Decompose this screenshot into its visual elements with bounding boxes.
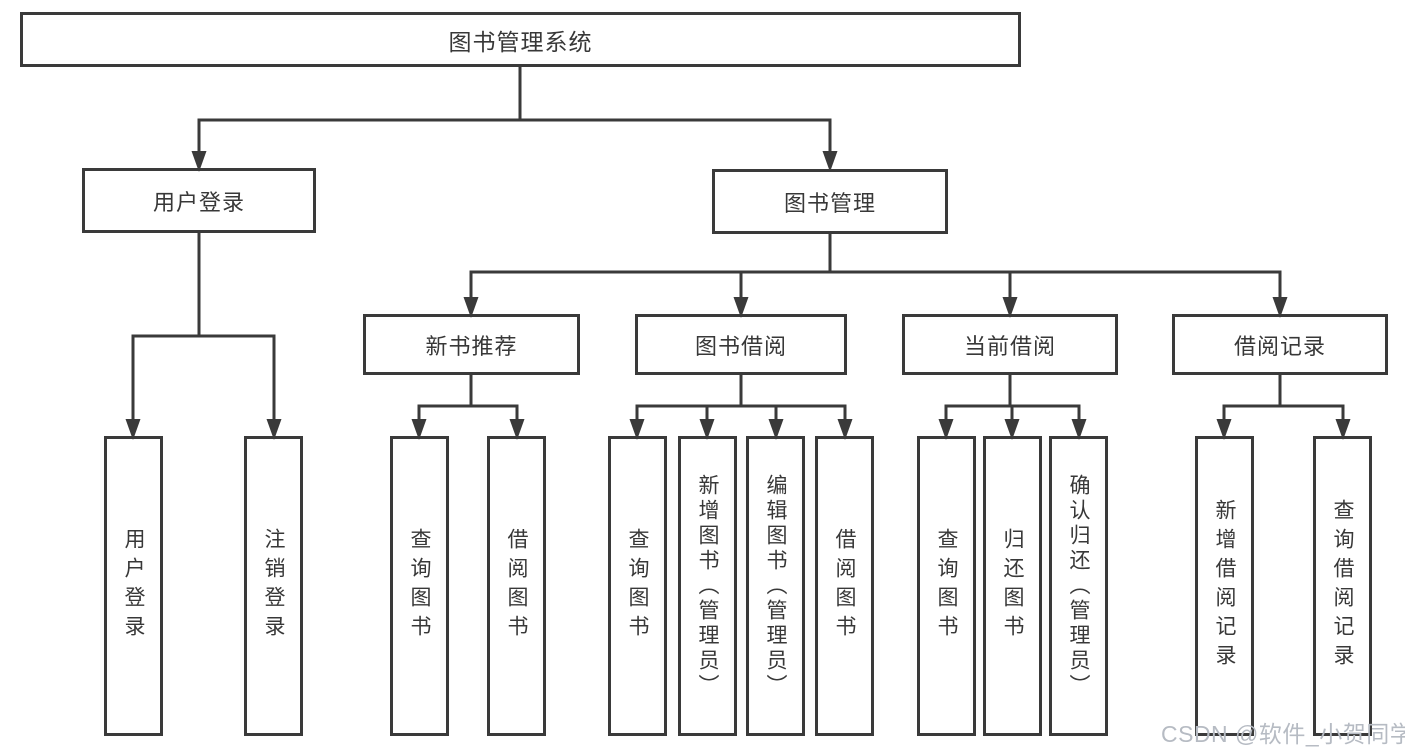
node-book-borrowing-label: 图书借阅	[694, 333, 787, 359]
node-book-management-label: 图书管理	[783, 190, 876, 216]
leaf-bb-borrow-books: 借阅图书	[815, 436, 874, 736]
leaf-br-query-record: 查询借阅记录	[1313, 436, 1372, 736]
leaf-bb-edit-books-admin-label: 编辑图书（管理员）	[764, 473, 787, 699]
leaf-rec-borrow-books-label: 借阅图书	[505, 528, 528, 644]
leaf-cb-query-books-label: 查询图书	[935, 528, 958, 644]
connector-root-to-level2	[197, 67, 832, 152]
node-library-system-label: 图书管理系统	[448, 28, 593, 55]
leaf-bb-add-books-admin: 新增图书（管理员）	[678, 436, 737, 736]
connector-book-mgmt-children	[469, 234, 1282, 298]
leaf-br-query-record-label: 查询借阅记录	[1331, 499, 1354, 673]
connector-book-borrow-children	[635, 375, 847, 420]
connector-current-borrow-children	[944, 375, 1081, 420]
leaf-rec-query-books-label: 查询图书	[408, 528, 431, 644]
node-borrowing-records: 借阅记录	[1172, 314, 1388, 375]
leaf-bb-query-books-label: 查询图书	[626, 528, 649, 644]
leaf-bb-query-books: 查询图书	[608, 436, 667, 736]
leaf-user-login: 用户登录	[104, 436, 163, 736]
node-new-book-recommend: 新书推荐	[363, 314, 580, 375]
connector-new-rec-children	[417, 375, 519, 420]
node-user-login: 用户登录	[82, 168, 316, 233]
node-user-login-label: 用户登录	[152, 189, 245, 215]
leaf-bb-add-books-admin-label: 新增图书（管理员）	[696, 473, 719, 699]
leaf-cb-return-books-label: 归还图书	[1001, 528, 1024, 644]
node-current-borrowing-label: 当前借阅	[963, 333, 1056, 359]
node-current-borrowing: 当前借阅	[902, 314, 1118, 375]
node-library-system: 图书管理系统	[20, 12, 1021, 67]
node-borrowing-records-label: 借阅记录	[1233, 333, 1326, 359]
node-book-borrowing: 图书借阅	[635, 314, 847, 375]
leaf-br-add-record-label: 新增借阅记录	[1213, 499, 1236, 673]
leaf-br-add-record: 新增借阅记录	[1195, 436, 1254, 736]
leaf-rec-query-books: 查询图书	[390, 436, 449, 736]
leaf-user-login-label: 用户登录	[122, 528, 145, 644]
connector-user-login-children	[131, 233, 276, 420]
node-book-management: 图书管理	[712, 169, 948, 234]
leaf-bb-edit-books-admin: 编辑图书（管理员）	[746, 436, 805, 736]
leaf-bb-borrow-books-label: 借阅图书	[833, 528, 856, 644]
leaf-rec-borrow-books: 借阅图书	[487, 436, 546, 736]
connector-borrow-records-children	[1222, 375, 1345, 420]
leaf-cb-confirm-return-admin: 确认归还（管理员）	[1049, 436, 1108, 736]
leaf-cb-query-books: 查询图书	[917, 436, 976, 736]
node-new-book-recommend-label: 新书推荐	[425, 333, 518, 359]
leaf-cb-return-books: 归还图书	[983, 436, 1042, 736]
csdn-watermark: CSDN @软件_小贺同学	[1161, 721, 1405, 747]
leaf-logout-label: 注销登录	[262, 528, 285, 644]
leaf-cb-confirm-return-admin-label: 确认归还（管理员）	[1067, 473, 1090, 699]
leaf-logout: 注销登录	[244, 436, 303, 736]
